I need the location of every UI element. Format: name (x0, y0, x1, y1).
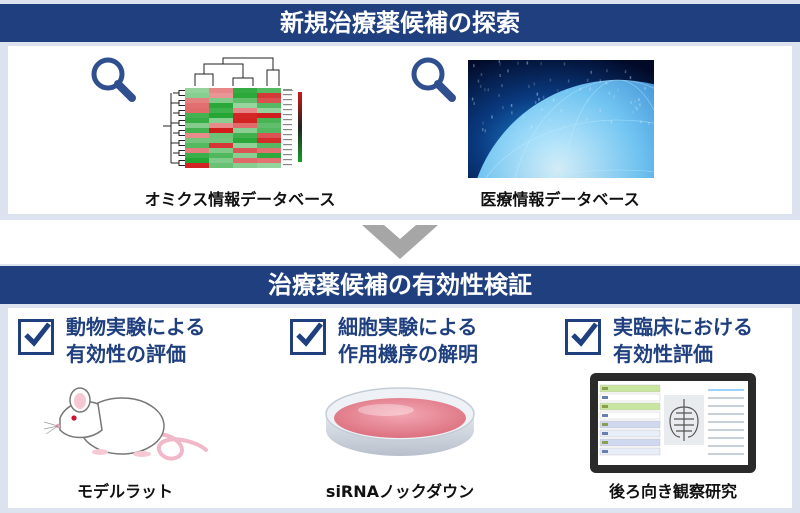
method-line: 有効性の評価 (66, 342, 186, 366)
method-caption-retrospective: 後ろ向き観察研究 (608, 482, 737, 501)
method-caption-rat: モデルラット (76, 482, 173, 501)
chevron-down-icon (362, 225, 438, 259)
search-icon (91, 57, 136, 102)
checkbox-icon (565, 319, 601, 355)
medical-database-label: 医療情報データベース (480, 190, 640, 209)
discovery-title: 新規治療薬候補の探索 (280, 9, 520, 37)
method-line: 作用機序の解明 (338, 342, 478, 366)
omics-database-label: オミクス情報データベース (144, 190, 336, 209)
search-icon (411, 57, 456, 102)
method-caption-sirna: siRNAノックダウン (325, 482, 475, 501)
validation-banner: 治療薬候補の有効性検証 (0, 266, 800, 304)
rat-illustration (43, 387, 208, 461)
validation-title: 治療薬候補の有効性検証 (268, 271, 532, 299)
method-title-clinical: 実臨床における 有効性評価 (613, 314, 753, 368)
discovery-content (8, 46, 792, 214)
method-title-cell: 細胞実験による 作用機序の解明 (338, 314, 478, 368)
petri-dish-illustration (325, 387, 475, 456)
omics-heatmap-image (163, 57, 302, 168)
checkbox-icon (290, 319, 326, 355)
method-line: 実臨床における (613, 315, 753, 339)
method-title-animal: 動物実験による 有効性の評価 (66, 314, 205, 368)
checkbox-icon (18, 319, 54, 355)
medical-database-globe-image (468, 60, 654, 178)
method-line: 有効性評価 (613, 342, 713, 366)
discovery-banner: 新規治療薬候補の探索 (0, 4, 800, 42)
tablet-xray-illustration (590, 373, 756, 473)
method-line: 細胞実験による (338, 315, 478, 339)
method-line: 動物実験による (66, 315, 206, 339)
